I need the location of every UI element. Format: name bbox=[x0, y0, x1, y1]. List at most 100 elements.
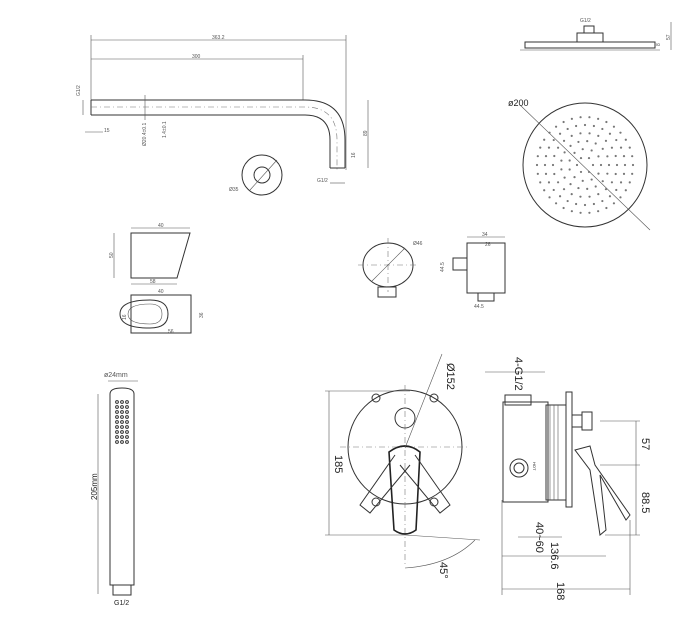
nozzle-dot bbox=[569, 183, 572, 186]
nozzle-dot bbox=[583, 123, 587, 127]
hand-shower-nozzles bbox=[115, 400, 129, 444]
nozzle-dot bbox=[548, 131, 551, 134]
nozzle-dot bbox=[556, 146, 560, 149]
nozzle-dot bbox=[597, 117, 600, 120]
shower-head-top-view: ø200 bbox=[508, 98, 651, 231]
elbow-outlet-diameter: Ø46 bbox=[413, 241, 423, 247]
nozzle-dot bbox=[612, 202, 616, 205]
hand-nozzle-dot bbox=[120, 405, 124, 409]
nozzle-dot bbox=[591, 163, 595, 167]
nozzle-dot bbox=[628, 146, 631, 149]
nozzle-dot bbox=[570, 193, 573, 196]
nozzle-dot bbox=[579, 132, 582, 135]
head-height: 57 bbox=[666, 34, 672, 40]
nozzle-dot bbox=[597, 134, 600, 137]
head-plate-thickness: 8 bbox=[656, 43, 662, 46]
nozzle-dot bbox=[577, 140, 580, 144]
arm-overall-length: 363.2 bbox=[212, 35, 225, 41]
hand-nozzle-dot bbox=[125, 420, 129, 424]
nozzle-dot bbox=[619, 131, 622, 134]
arm-inlet-depth: 15 bbox=[104, 128, 110, 134]
nozzle-dot bbox=[574, 124, 578, 128]
nozzle-dot bbox=[551, 163, 555, 167]
nozzle-dot bbox=[587, 170, 591, 174]
nozzle-dot bbox=[622, 154, 626, 158]
nozzle-dot bbox=[544, 172, 548, 176]
nozzle-dot bbox=[543, 163, 547, 167]
nozzle-dot bbox=[601, 180, 604, 183]
arm-outlet-depth: 16 bbox=[351, 152, 357, 158]
nozzle-dot bbox=[619, 146, 623, 149]
flange-diameter: Ø35 bbox=[229, 187, 239, 193]
nozzle-dot bbox=[628, 181, 631, 184]
nozzle-dot bbox=[610, 146, 614, 149]
nozzle-dot bbox=[553, 172, 556, 176]
nozzle-dot bbox=[543, 189, 546, 192]
hand-nozzle-dot bbox=[125, 410, 129, 414]
nozzle-dot bbox=[581, 148, 584, 151]
hand-nozzle-dot bbox=[125, 405, 129, 409]
nozzle-dot bbox=[631, 155, 634, 158]
wall-depth-range: 40~60 bbox=[533, 522, 545, 553]
nozzle-dot bbox=[579, 170, 583, 174]
nozzle-dot bbox=[604, 139, 608, 142]
nozzle-dot bbox=[570, 134, 573, 137]
nozzle-dot bbox=[539, 181, 542, 184]
head-diameter: ø200 bbox=[508, 98, 529, 108]
nozzle-dot bbox=[583, 203, 587, 207]
nozzle-dot bbox=[606, 172, 609, 175]
hand-nozzle-dot bbox=[120, 400, 124, 404]
mixer-valve-front-view: Ø152 185 45° bbox=[325, 353, 481, 579]
nozzle-dot bbox=[586, 140, 589, 143]
nozzle-dot bbox=[569, 144, 572, 147]
nozzle-dot bbox=[624, 138, 627, 141]
nozzle-dot bbox=[579, 195, 582, 198]
wall-elbow-drawing: 40 50 58 40 36 16 56 Ø46 34 26 44.5 44.5 bbox=[109, 223, 506, 335]
nozzle-dot bbox=[599, 163, 603, 167]
hand-nozzle-dot bbox=[120, 410, 124, 414]
nozzle-dot bbox=[592, 202, 596, 206]
nozzle-dot bbox=[568, 168, 571, 171]
hand-nozzle-dot bbox=[125, 440, 129, 444]
nozzle-dot bbox=[590, 178, 593, 181]
plate-diameter: Ø152 bbox=[444, 363, 456, 390]
overall-depth: 168 bbox=[554, 582, 566, 600]
nozzle-dot bbox=[547, 181, 551, 184]
nozzle-dot bbox=[536, 155, 539, 158]
nozzle-dot bbox=[612, 125, 616, 128]
elbow-bottom-width: 58 bbox=[150, 279, 156, 285]
nozzle-dot bbox=[615, 138, 618, 142]
hand-shower-length: 205mm bbox=[90, 473, 99, 500]
nozzle-dot bbox=[570, 210, 573, 213]
hand-nozzle-dot bbox=[120, 435, 124, 439]
nozzle-dot bbox=[562, 188, 566, 191]
mixer-valve-side-view: HOT 4-G1/2 57 88.5 40~60 136.6 168 bbox=[485, 357, 651, 600]
nozzle-dot bbox=[554, 125, 558, 128]
hand-nozzle-dot bbox=[120, 430, 124, 434]
nozzle-dot bbox=[566, 127, 569, 131]
nozzle-dot bbox=[568, 159, 571, 162]
arm-outlet-thread: G1/2 bbox=[317, 178, 328, 184]
arm-drop-height: 89 bbox=[363, 130, 369, 136]
nozzle-dot bbox=[614, 154, 617, 158]
nozzle-dot bbox=[558, 132, 562, 135]
nozzle-dot bbox=[597, 172, 600, 175]
nozzle-dot bbox=[575, 163, 579, 167]
nozzle-dot bbox=[597, 210, 600, 213]
hand-nozzle-dot bbox=[125, 425, 129, 429]
arm-tube-diameter: Ø20.4±0.1 bbox=[142, 122, 148, 146]
nozzle-dot bbox=[597, 155, 600, 158]
nozzle-dot bbox=[610, 181, 614, 184]
hand-nozzle-dot bbox=[125, 415, 129, 419]
hand-nozzle-dot bbox=[125, 400, 129, 404]
hand-nozzle-dot bbox=[115, 415, 119, 419]
hand-shower-drawing: ø24mm 205mm G1/2 bbox=[90, 372, 138, 607]
hand-nozzle-dot bbox=[115, 410, 119, 414]
nozzle-dot bbox=[615, 163, 619, 167]
hand-nozzle-dot bbox=[115, 430, 119, 434]
nozzle-dot bbox=[558, 195, 562, 198]
hand-shower-diameter: ø24mm bbox=[104, 372, 128, 379]
hand-nozzle-dot bbox=[120, 425, 124, 429]
nozzle-dot bbox=[605, 120, 608, 124]
